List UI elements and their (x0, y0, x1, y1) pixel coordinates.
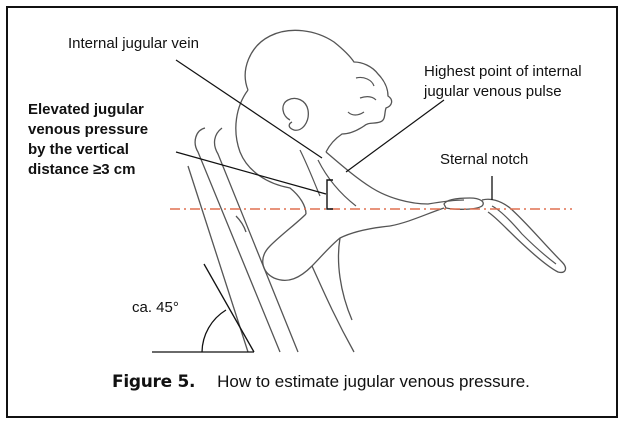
label-highest-point-line1: Highest point of internal (424, 62, 582, 81)
label-highest-point-line2: jugular venous pulse (424, 82, 562, 101)
figure-caption: Figure 5. How to estimate jugular venous … (112, 372, 530, 392)
arm-inner (492, 206, 556, 264)
label-elevated-line2: venous pressure (28, 120, 148, 140)
angle-arc (202, 310, 226, 352)
leader-highest-point (346, 100, 444, 172)
label-internal-jugular-vein: Internal jugular vein (68, 34, 199, 53)
label-elevated-line4: distance ≥3 cm (28, 160, 135, 180)
lower-jaw-line (390, 208, 444, 226)
ear-outline (283, 98, 308, 130)
bed-back (188, 128, 298, 352)
angle-slope-line (204, 264, 254, 352)
vertical-distance-bracket (327, 180, 333, 209)
face-details (348, 77, 376, 115)
label-sternal-notch: Sternal notch (440, 150, 528, 169)
neck-muscle (300, 150, 356, 206)
caption-figure-number: Figure 5. (112, 372, 195, 392)
shoulder-outline (263, 214, 390, 280)
label-elevated-line1: Elevated jugular (28, 100, 144, 120)
caption-text: How to estimate jugular venous pressure. (217, 372, 530, 391)
torso-outline (312, 238, 354, 352)
label-angle: ca. 45° (132, 298, 179, 317)
label-elevated-line3: by the vertical (28, 140, 129, 160)
leader-internal-jugular-vein (176, 60, 322, 158)
neck-outline (236, 90, 306, 214)
head-outline (245, 30, 391, 152)
